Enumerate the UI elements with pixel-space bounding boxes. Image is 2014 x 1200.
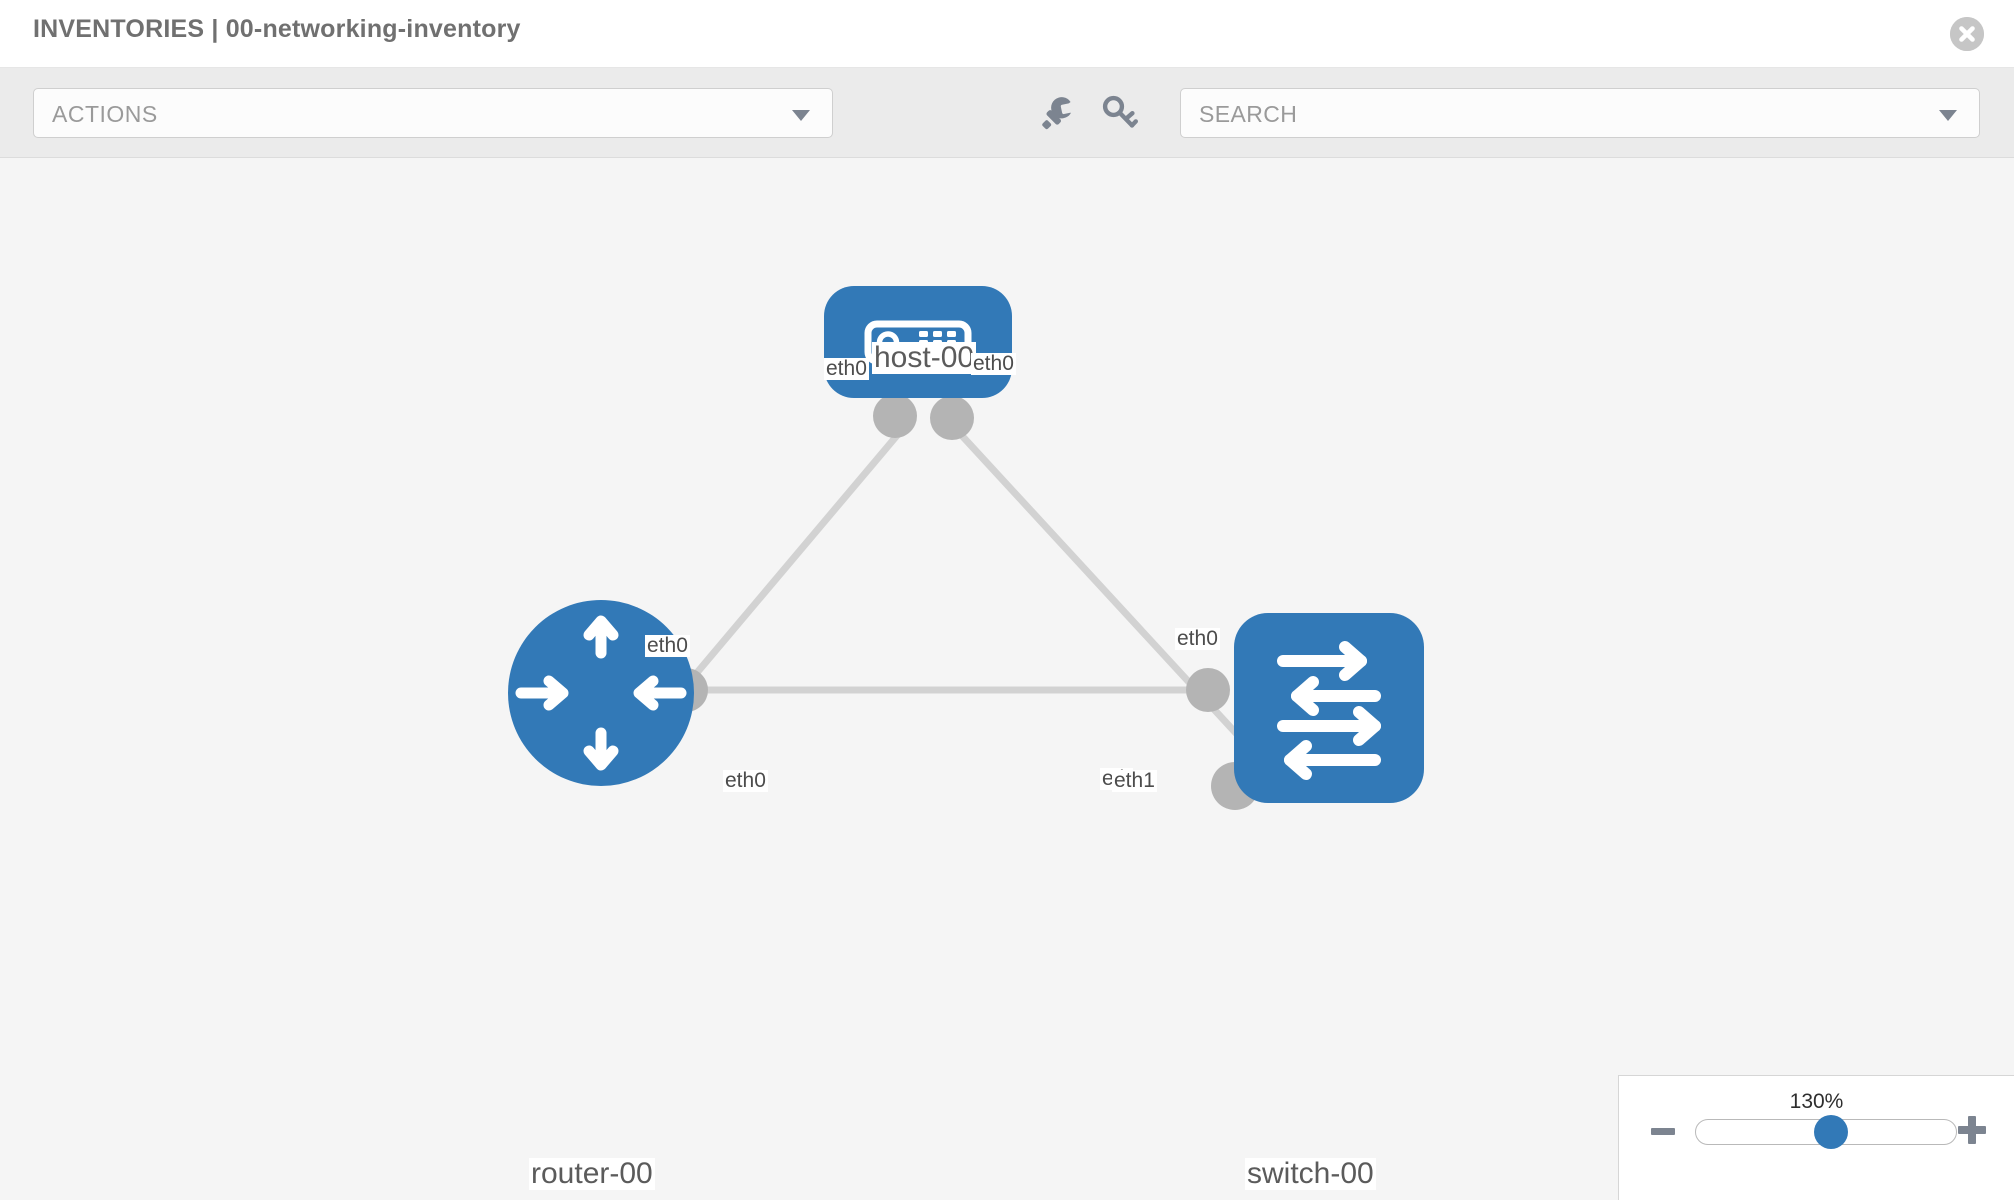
- topology-endpoints: [664, 394, 1259, 810]
- zoom-control-panel: 130%: [1618, 1075, 2014, 1200]
- close-icon-glyph: [1950, 17, 1984, 51]
- chevron-down-icon[interactable]: [1939, 110, 1957, 121]
- zoom-slider-thumb[interactable]: [1814, 1115, 1848, 1149]
- actions-dropdown-label: ACTIONS: [52, 101, 158, 127]
- topology-canvas[interactable]: host-00 eth0 eth0 router-00 eth0 eth0 sw…: [0, 158, 2014, 1200]
- iface-label-router00-eth0: eth0: [723, 769, 768, 793]
- switch-arrows-icon: [1277, 641, 1381, 780]
- iface-label-host00-right: eth0: [971, 352, 1016, 376]
- actions-dropdown[interactable]: ACTIONS: [33, 88, 833, 138]
- endpoint-host00-right[interactable]: [930, 396, 974, 440]
- search-placeholder: SEARCH: [1199, 101, 1298, 127]
- topology-node-router-00[interactable]: [508, 600, 694, 786]
- router-arrows-icon: [515, 615, 687, 771]
- node-label-host-00: host-00: [872, 341, 977, 374]
- minus-icon[interactable]: [1651, 1128, 1675, 1135]
- plus-icon[interactable]: [1958, 1116, 1986, 1144]
- node-label-switch-00: switch-00: [1245, 1157, 1376, 1190]
- close-icon[interactable]: [1950, 17, 1984, 51]
- wrench-icon-glyph: [1042, 97, 1071, 130]
- key-icon[interactable]: [1096, 90, 1142, 136]
- iface-label-host00-left: eth0: [824, 357, 869, 381]
- page-header: INVENTORIES | 00-networking-inventory: [0, 0, 2014, 68]
- topology-graph: [508, 286, 1424, 810]
- search-input[interactable]: SEARCH: [1180, 88, 1980, 138]
- node-label-router-00: router-00: [529, 1157, 655, 1190]
- iface-label-router00-uplink: eth0: [645, 634, 690, 658]
- toolbar: ACTIONS SEARC: [0, 68, 2014, 158]
- iface-label-switch00-eth1: eth1: [1112, 769, 1157, 793]
- wrench-icon[interactable]: [1035, 90, 1081, 136]
- zoom-level-value: 130%: [1789, 1090, 1844, 1113]
- endpoint-switch00-left[interactable]: [1186, 668, 1230, 712]
- topology-links: [622, 423, 1248, 761]
- iface-label-switch00-uplink: eth0: [1175, 627, 1220, 651]
- endpoint-host00-left[interactable]: [873, 394, 917, 438]
- zoom-slider-track[interactable]: [1695, 1115, 1957, 1149]
- page-title: INVENTORIES | 00-networking-inventory: [33, 15, 521, 43]
- key-icon-glyph: [1102, 95, 1138, 128]
- topology-node-switch-00[interactable]: [1234, 613, 1424, 803]
- chevron-down-icon: [792, 110, 810, 121]
